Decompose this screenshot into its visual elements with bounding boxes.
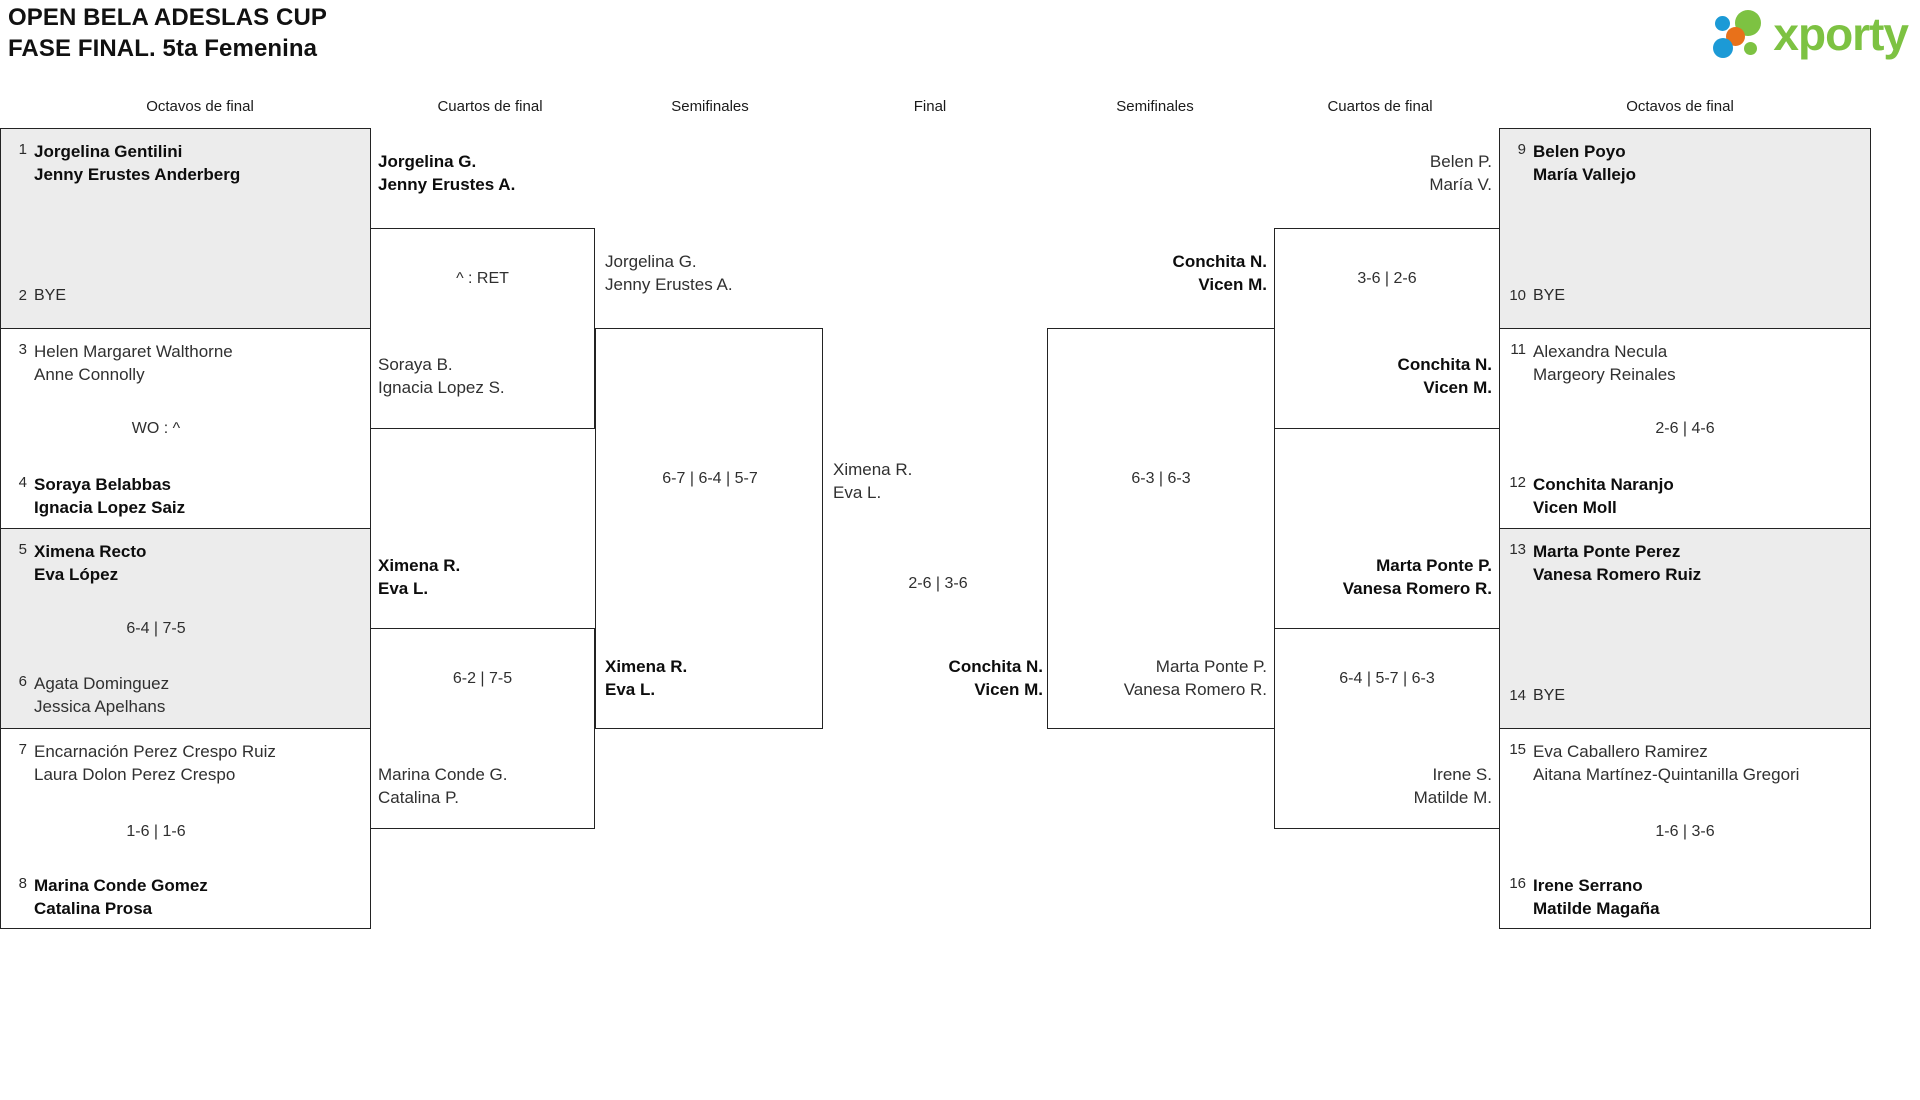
page-title: OPEN BELA ADESLAS CUP FASE FINAL. 5ta Fe…	[8, 2, 327, 64]
logo-dots-icon	[1713, 8, 1767, 60]
r16-score-1: WO : ^	[131, 420, 181, 437]
qf-right-score-1: 3-6 | 2-6	[1357, 270, 1417, 287]
seed-number: 14	[1509, 687, 1526, 704]
sf-left-team-b: Ximena R.Eva L.	[605, 657, 688, 699]
bye-label: BYE	[1533, 287, 1566, 304]
seed-number: 2	[18, 287, 27, 304]
r16-score-right-2: 1-6 | 3-6	[1655, 823, 1715, 840]
qf-right-score-2: 6-4 | 5-7 | 6-3	[1339, 670, 1435, 687]
sf-box-left[interactable]	[595, 328, 823, 729]
r16-seed-2[interactable]: 2 BYE	[5, 286, 66, 305]
sf-left-team-a: Jorgelina G.Jenny Erustes A.	[605, 252, 733, 294]
seed-number: 13	[1509, 541, 1526, 558]
round-header-semifinales-left: Semifinales	[671, 98, 749, 115]
r16-cell-5-6[interactable]	[0, 528, 371, 729]
qf-left-2-team-a: Ximena R.Eva L.	[378, 556, 461, 598]
round-header-semifinales-right: Semifinales	[1116, 98, 1194, 115]
r16-score-3: 1-6 | 1-6	[126, 823, 186, 840]
qf-left-score-1: ^ : RET	[456, 270, 509, 287]
seed-number: 5	[18, 541, 27, 558]
final-team-top: Ximena R.Eva L.	[833, 460, 913, 502]
seed-number: 4	[18, 474, 27, 491]
r16-score-right-1: 2-6 | 4-6	[1655, 420, 1715, 437]
sf-left-score: 6-7 | 6-4 | 5-7	[662, 470, 758, 487]
sf-right-score: 6-3 | 6-3	[1131, 470, 1191, 487]
xporty-logo: xporty	[1713, 6, 1909, 62]
seed-number: 15	[1509, 741, 1526, 758]
seed-number: 10	[1509, 287, 1526, 304]
qf-left-1-team-a: Jorgelina G.Jenny Erustes A.	[378, 152, 516, 194]
round-header-octavos-left: Octavos de final	[146, 98, 254, 115]
seed-number: 9	[1517, 141, 1526, 158]
logo-wordmark: xporty	[1773, 8, 1909, 60]
seed-number: 7	[18, 741, 27, 758]
bye-label: BYE	[1533, 687, 1566, 704]
seed-number: 3	[18, 341, 27, 358]
sf-right-team-a: Conchita N.Vicen M.	[1172, 252, 1267, 294]
seed-number: 8	[18, 875, 27, 892]
r16-cell-9-10[interactable]	[1499, 128, 1871, 329]
qf-left-score-2: 6-2 | 7-5	[452, 670, 513, 687]
seed-number: 6	[18, 673, 27, 690]
r16-cell-1-2[interactable]	[0, 128, 371, 329]
sf-right-team-b: Marta Ponte P.Vanesa Romero R.	[1123, 657, 1267, 699]
qf-right-2-team-b: Irene S.Matilde M.	[1413, 765, 1492, 807]
final-score: 2-6 | 3-6	[908, 575, 968, 592]
round-header-cuartos-right: Cuartos de final	[1327, 98, 1433, 115]
qf-box-left-2[interactable]	[370, 628, 595, 829]
sf-box-right[interactable]	[1047, 328, 1275, 729]
qf-box-left-1[interactable]	[370, 228, 595, 429]
seed-number: 1	[18, 141, 27, 158]
seed-number: 11	[1510, 341, 1526, 358]
round-header-octavos-right: Octavos de final	[1626, 98, 1734, 115]
r16-score-2: 6-4 | 7-5	[126, 620, 186, 637]
seed-number: 12	[1509, 474, 1526, 491]
r16-seed-14[interactable]: 14 BYE	[1504, 686, 1565, 705]
round-header-cuartos-left: Cuartos de final	[437, 98, 543, 115]
qf-right-1-team-a: Belen P.María V.	[1429, 152, 1492, 194]
qf-left-2-team-b: Marina Conde G.Catalina P.	[378, 765, 508, 807]
round-header-final: Final	[913, 98, 947, 115]
r16-cell-15-16[interactable]	[1499, 728, 1871, 929]
seed-number: 16	[1509, 875, 1526, 892]
qf-right-2-team-a: Marta Ponte P.Vanesa Romero R.	[1342, 556, 1492, 598]
final-team-bottom: Conchita N.Vicen M.	[948, 657, 1043, 699]
qf-right-1-team-b: Conchita N.Vicen M.	[1397, 355, 1492, 397]
title-line-2: FASE FINAL. 5ta Femenina	[8, 35, 318, 62]
bye-label: BYE	[34, 287, 67, 304]
title-line-1: OPEN BELA ADESLAS CUP	[8, 4, 328, 31]
r16-seed-10[interactable]: 10 BYE	[1504, 286, 1565, 305]
qf-left-1-team-b: Soraya B.Ignacia Lopez S.	[378, 355, 505, 397]
